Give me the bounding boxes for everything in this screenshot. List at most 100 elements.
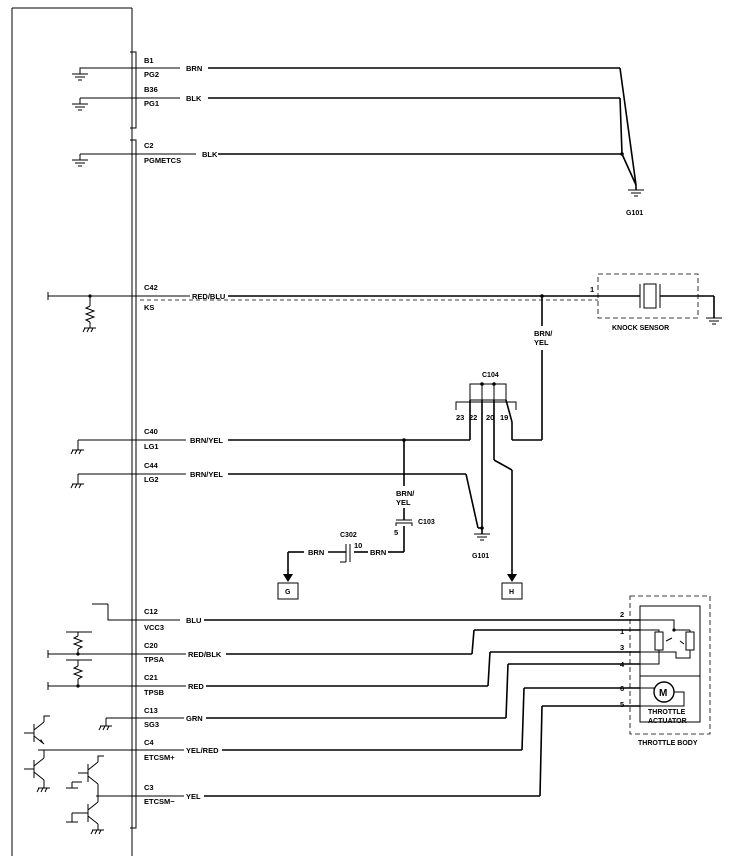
signal-label: LG2 bbox=[144, 475, 159, 484]
connector-c104: C104 23 22 20 19 bbox=[455, 372, 517, 528]
actuator-label-1: THROTTLE bbox=[648, 709, 686, 716]
ecm-pin-c3: C3 ETCSM− YEL bbox=[96, 705, 640, 806]
ecm-pin-c21: C21 TPSB RED bbox=[47, 651, 640, 697]
knock-sensor-label: KNOCK SENSOR bbox=[612, 325, 669, 332]
connector-g-label: G bbox=[285, 589, 291, 596]
ecm-pin-c44: C44 LG2 BRN/YEL bbox=[70, 461, 479, 529]
connector-label: C104 bbox=[482, 372, 499, 379]
ecm-frame bbox=[11, 7, 137, 856]
pin-label: C20 bbox=[144, 641, 158, 650]
wire-label: BRN/ bbox=[534, 329, 553, 338]
transistor-icon bbox=[66, 755, 104, 796]
ground-icon bbox=[70, 449, 84, 455]
wire-label: BRN bbox=[370, 548, 386, 557]
wire-label: YEL bbox=[186, 792, 201, 801]
ground-icon bbox=[82, 327, 96, 333]
actuator-label-2: ACTUATOR bbox=[648, 718, 687, 725]
resistor-icon bbox=[72, 635, 84, 650]
signal-label: PG1 bbox=[144, 99, 159, 108]
connector-c302: C302 10 bbox=[340, 532, 362, 563]
signal-label: PGMETCS bbox=[144, 156, 181, 165]
pin-label: C44 bbox=[144, 461, 159, 470]
throttle-body-label: THROTTLE BODY bbox=[638, 740, 698, 747]
c104-pin: 23 bbox=[456, 413, 464, 422]
wire-label: RED/BLK bbox=[188, 650, 222, 659]
throttle-pin: 2 bbox=[620, 610, 624, 619]
c104-pin: 20 bbox=[486, 413, 494, 422]
signal-label: TPSA bbox=[144, 655, 165, 664]
resistor-icon bbox=[84, 305, 96, 323]
pin-label: C40 bbox=[144, 427, 158, 436]
throttle-body: 2 1 3 4 6 5 M THROTTLE ACTUATOR THROTTLE bbox=[620, 595, 711, 747]
pin-label: C13 bbox=[144, 706, 158, 715]
ground-icon bbox=[70, 483, 84, 489]
ground-icon bbox=[72, 103, 88, 111]
wire-label: BRN/YEL bbox=[190, 470, 223, 479]
ground-icon bbox=[72, 73, 88, 81]
knock-sensor-pin: 1 bbox=[590, 285, 594, 294]
ecm-pin-b1: B1 PG2 BRN bbox=[72, 56, 637, 186]
wire-label: BRN bbox=[308, 548, 324, 557]
pin-label: B1 bbox=[144, 56, 154, 65]
wire-label: RED/BLU bbox=[192, 292, 225, 301]
wire-label: YEL bbox=[534, 338, 549, 347]
pin-label: C21 bbox=[144, 673, 158, 682]
wire-label: YEL bbox=[396, 498, 411, 507]
wire-label: YEL/RED bbox=[186, 746, 219, 755]
connector-label: C103 bbox=[418, 519, 435, 526]
signal-label: KS bbox=[144, 303, 154, 312]
throttle-pin: 4 bbox=[620, 660, 625, 669]
wire-label: RED bbox=[188, 682, 204, 691]
transistor-icon bbox=[66, 796, 104, 835]
ecm-pin-c42: C42 KS RED/BLU bbox=[47, 283, 598, 333]
resistor-icon bbox=[72, 665, 84, 680]
ground-g101-top: G101 bbox=[619, 97, 644, 217]
throttle-pin: 1 bbox=[620, 627, 624, 636]
knock-sensor: 1 KNOCK SENSOR bbox=[590, 273, 722, 332]
c104-pin: 22 bbox=[469, 413, 477, 422]
ecm-pin-c40: C40 LG1 BRN/YEL bbox=[70, 427, 470, 455]
ecm-pin-c2: C2 PGMETCS BLK bbox=[72, 141, 622, 167]
ecm-pin-c13: C13 SG3 GRN bbox=[98, 663, 640, 731]
signal-label: SG3 bbox=[144, 720, 159, 729]
throttle-position-sensor bbox=[640, 619, 695, 665]
wire-to-h: H bbox=[493, 459, 523, 600]
ecm-pin-b36: B36 PG1 BLK bbox=[72, 85, 620, 111]
wire-label: BRN/ bbox=[396, 489, 415, 498]
wire-label: BRN/YEL bbox=[190, 436, 223, 445]
c103-pin: 5 bbox=[394, 528, 398, 537]
connector-g-box bbox=[277, 582, 299, 600]
motor-icon: M bbox=[640, 681, 685, 707]
ground-icon bbox=[706, 317, 722, 325]
branch-c103-c302: BRN/ YEL C103 5 BRN C302 10 BRN G bbox=[277, 440, 435, 600]
signal-label: ETCSM− bbox=[144, 797, 175, 806]
signal-label: PG2 bbox=[144, 70, 159, 79]
signal-label: LG1 bbox=[144, 442, 159, 451]
ground-icon bbox=[72, 159, 88, 167]
sensor-icon bbox=[639, 283, 661, 309]
pin-label: B36 bbox=[144, 85, 158, 94]
wire-label: BLK bbox=[186, 94, 202, 103]
ground-icon bbox=[98, 725, 112, 731]
ecm-pin-c4: C4 ETCSM+ YEL/RED bbox=[38, 687, 640, 762]
signal-label: ETCSM+ bbox=[144, 753, 175, 762]
c302-pin: 10 bbox=[354, 541, 362, 550]
ground-label: G101 bbox=[472, 553, 489, 560]
connector-label: C302 bbox=[340, 532, 357, 539]
ecm-pin-c20: C20 TPSA RED/BLK bbox=[47, 629, 640, 664]
pin-label: C12 bbox=[144, 607, 158, 616]
signal-label: VCC3 bbox=[144, 623, 164, 632]
wire-label: BLK bbox=[202, 150, 218, 159]
pin-label: C4 bbox=[144, 738, 154, 747]
ecm-pin-c12: C12 VCC3 BLU bbox=[92, 603, 640, 632]
c104-pin: 19 bbox=[500, 413, 508, 422]
signal-label: TPSB bbox=[144, 688, 165, 697]
throttle-pin: 3 bbox=[620, 643, 624, 652]
ground-label: G101 bbox=[626, 210, 643, 217]
pin-label: C3 bbox=[144, 783, 154, 792]
connector-h-box bbox=[501, 582, 523, 600]
pin-label: C2 bbox=[144, 141, 154, 150]
ground-g101-mid: G101 bbox=[472, 526, 490, 560]
wire-label: BRN bbox=[186, 64, 202, 73]
